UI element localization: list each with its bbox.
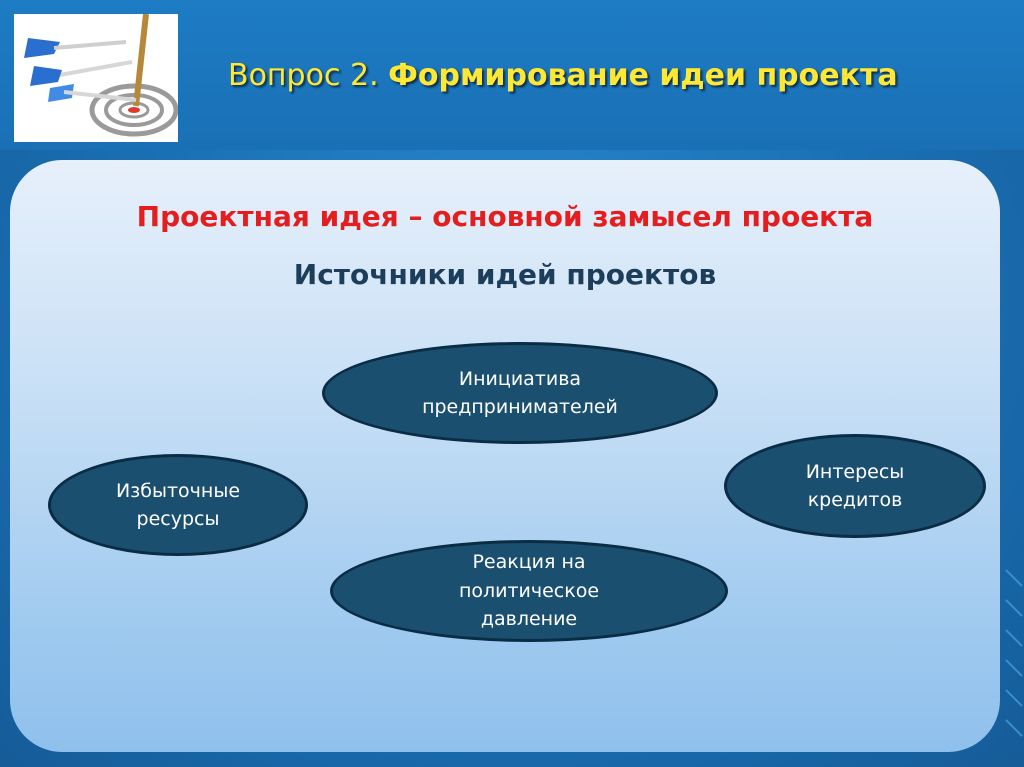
- slide-title: Вопрос 2. Формирование идеи проекта: [228, 58, 988, 102]
- darts-target-icon: [14, 13, 179, 142]
- question-number: Вопрос 2.: [228, 58, 379, 93]
- source-oval-political: Реакция на политическое давление: [330, 540, 728, 642]
- source-oval-creditors: Интересы кредитов: [724, 434, 986, 538]
- question-title: Формирование идеи проекта: [388, 58, 898, 93]
- decorative-stripes: [1002, 560, 1024, 760]
- subhead: Источники идей проектов: [293, 258, 717, 291]
- source-oval-entrepreneurs: Инициатива предпринимателей: [322, 342, 718, 444]
- headline: Проектная идея – основной замысел проект…: [136, 200, 874, 233]
- source-oval-resources: Избыточные ресурсы: [48, 454, 308, 556]
